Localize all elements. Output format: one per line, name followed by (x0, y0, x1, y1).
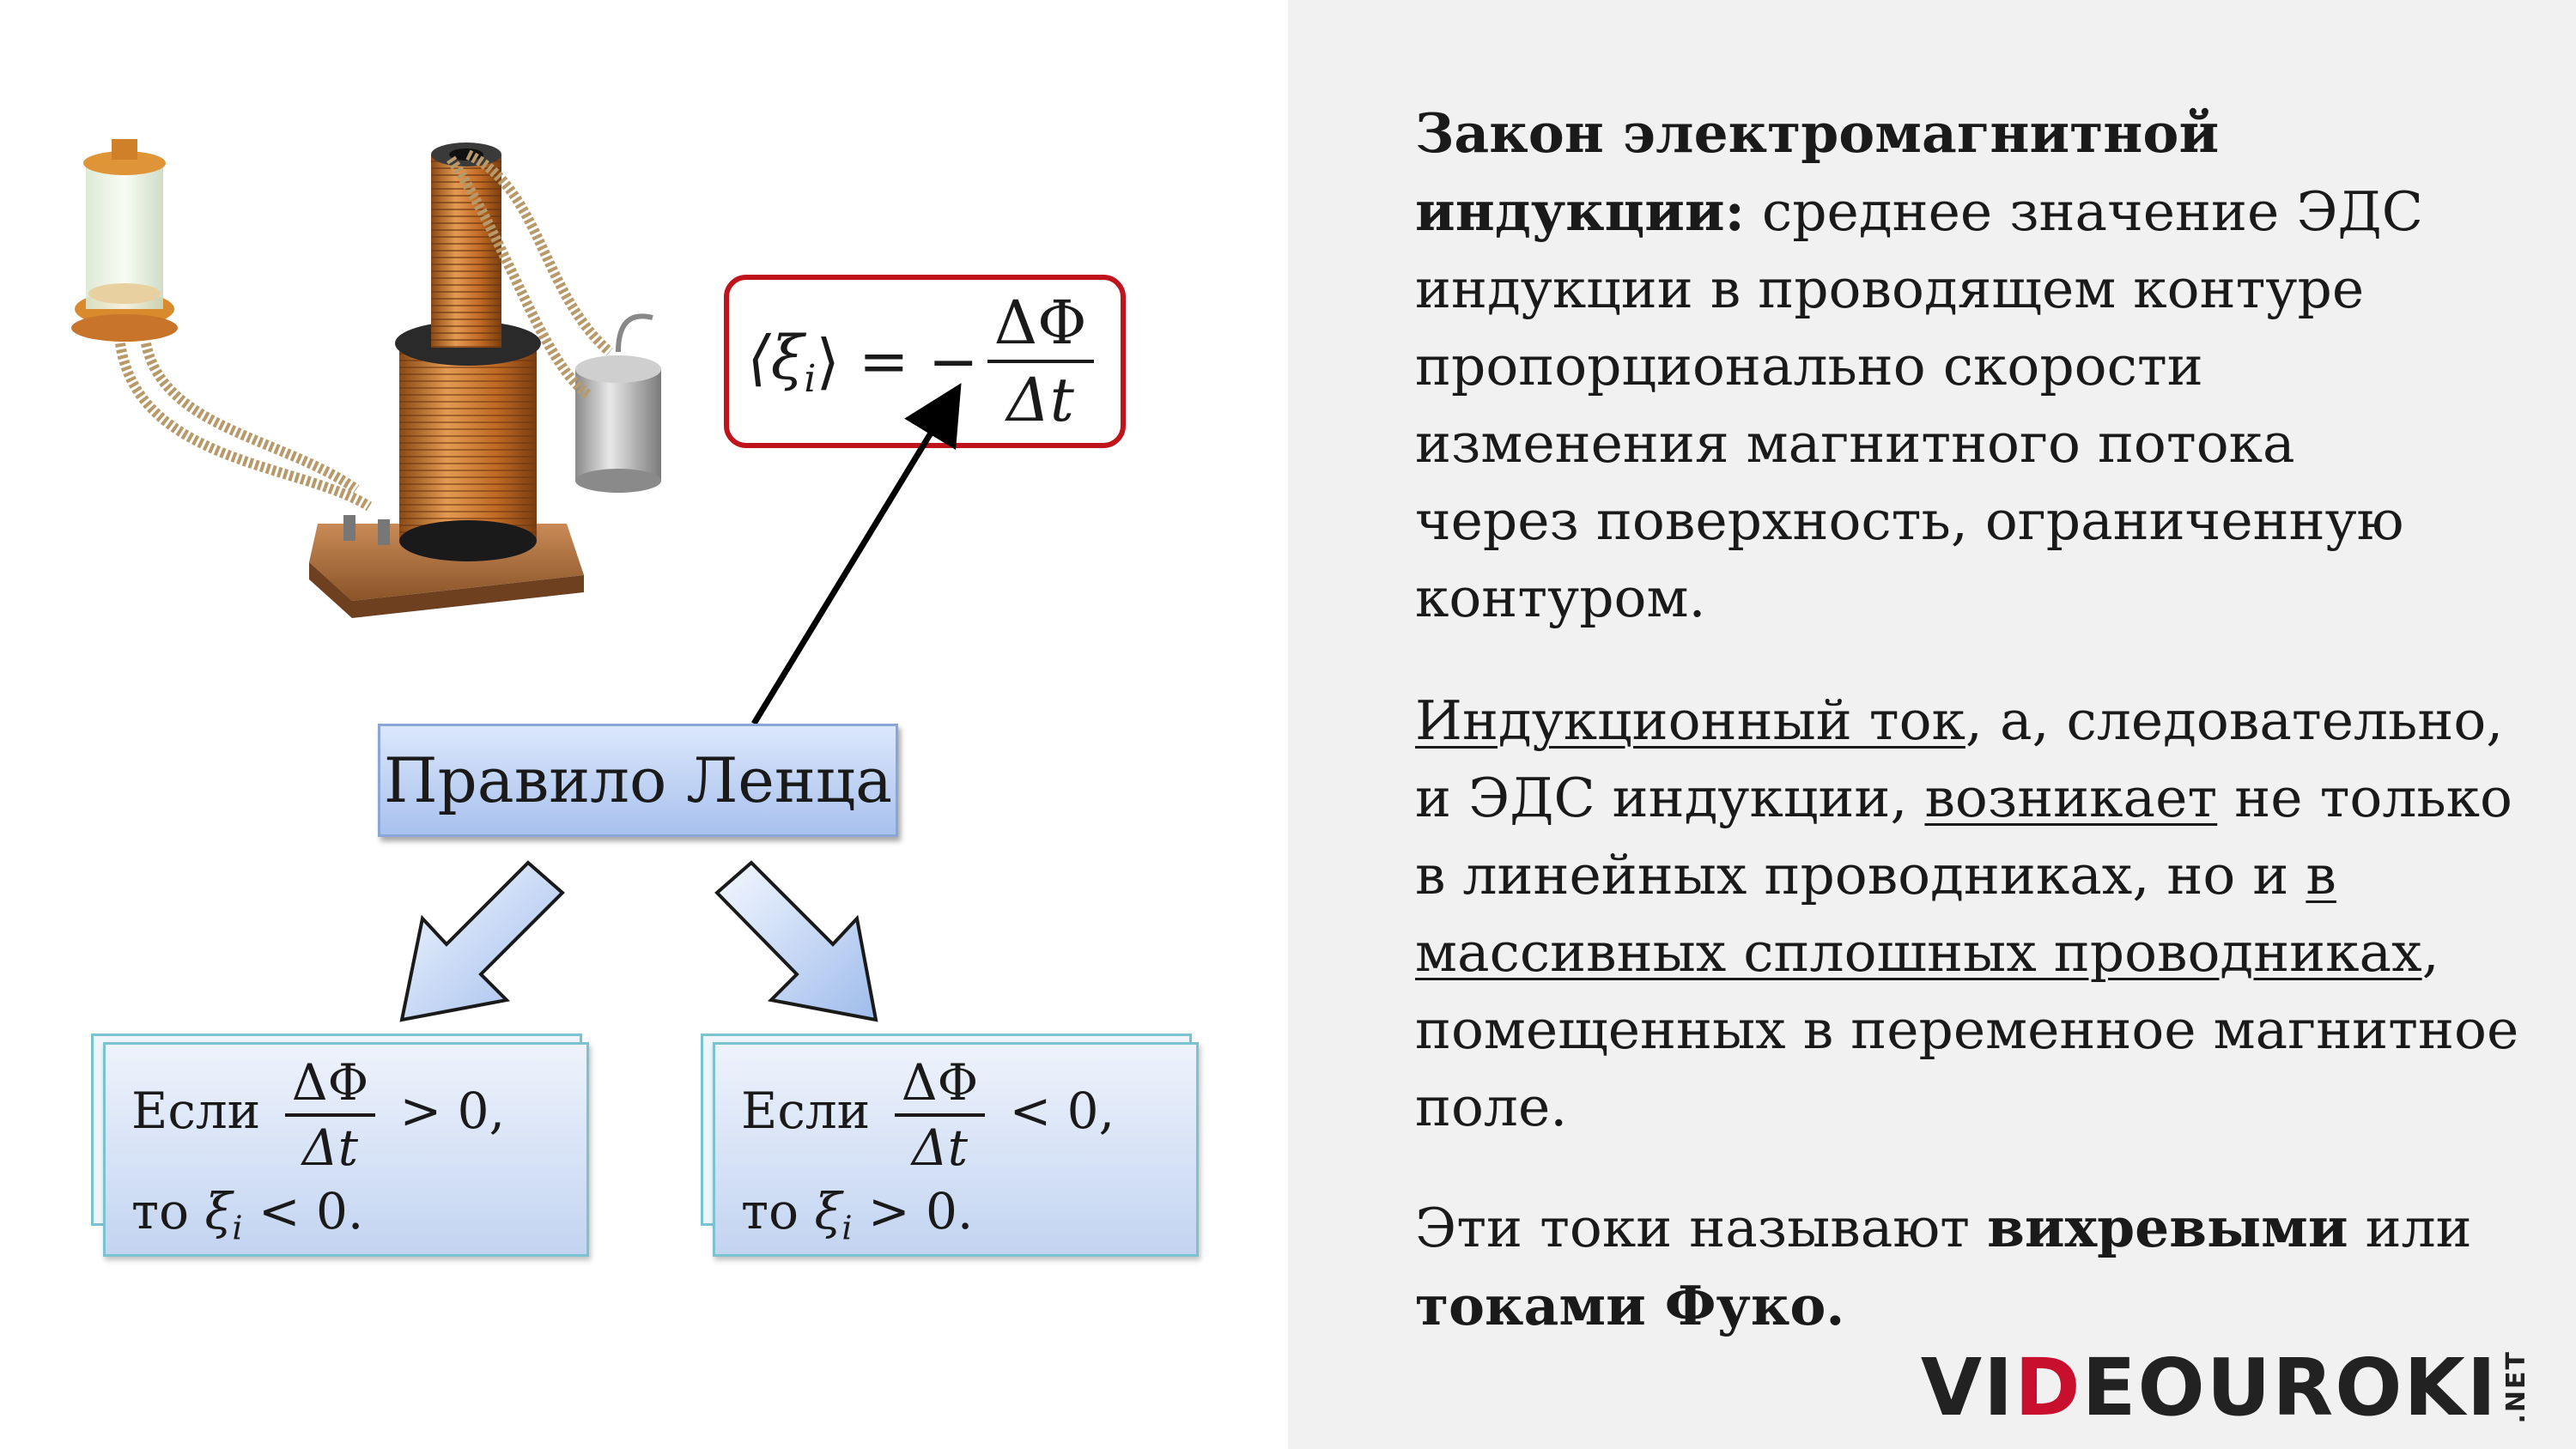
induction-current-paragraph: Индукционный ток, а, следовательно, и ЭД… (1415, 689, 2519, 1138)
law-title: Закон электромагнитной индукции: (1415, 101, 2220, 243)
condition-box-positive: Если ΔΦ Δt > 0, то ξi < 0. (91, 1034, 589, 1257)
right-block-arrow (714, 860, 878, 1022)
condition-line-then: то ξi > 0. (741, 1182, 974, 1247)
left-panel: ⟨ξi⟩ = − ΔΦ Δt Правило Ленца Если (71, 139, 1199, 1257)
formula-lhs: ⟨ξi (747, 322, 817, 401)
law-paragraph: Закон электромагнитной индукции: среднее… (1415, 101, 2423, 629)
condition-line-then: то ξi < 0. (131, 1182, 364, 1247)
eddy-currents-paragraph: Эти токи называют вихревыми или токами Ф… (1415, 1196, 2472, 1337)
condition-line-if: Если ΔΦ Δt < 0, (741, 1053, 1115, 1177)
rule-to-formula-arrow (751, 383, 962, 725)
lenz-rule-box: Правило Ленца (378, 724, 898, 837)
right-panel: Закон электромагнитной индукции: среднее… (1288, 0, 2576, 1449)
condition-box-negative: Если ΔΦ Δt < 0, то ξi > 0. (701, 1034, 1199, 1257)
formula-denominator: Δt (1006, 365, 1074, 435)
formula-numerator: ΔΦ (987, 288, 1094, 363)
left-block-arrow (399, 860, 565, 1022)
induction-apparatus-illustration (71, 139, 661, 618)
condition-line-if: Если ΔΦ Δt > 0, (131, 1053, 506, 1177)
arrows-layer (399, 383, 962, 1022)
formula-fraction: ΔΦ Δt (987, 288, 1094, 435)
lenz-rule-label: Правило Ленца (383, 744, 893, 816)
